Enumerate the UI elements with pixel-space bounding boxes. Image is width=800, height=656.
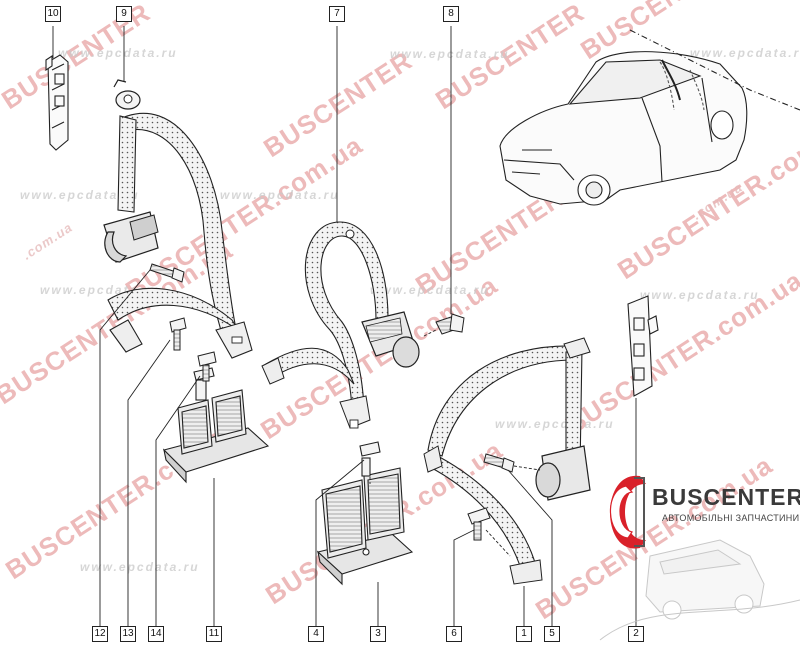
callout-9: 9 bbox=[116, 6, 132, 22]
watermark: www.epcdata.ru bbox=[390, 47, 510, 61]
callout-4: 4 bbox=[308, 626, 324, 642]
front-buckle-11 bbox=[162, 367, 270, 484]
watermark: www.epcdata.ru bbox=[58, 46, 178, 60]
callout-3: 3 bbox=[370, 626, 386, 642]
watermark: www.epcdata.ru bbox=[220, 188, 340, 202]
callout-8: 8 bbox=[443, 6, 459, 22]
callout-14: 14 bbox=[148, 626, 164, 642]
anchor-rail-10 bbox=[45, 54, 69, 151]
callout-1: 1 bbox=[516, 626, 532, 642]
bolt-12 bbox=[149, 263, 185, 283]
rear-loop-belt-7 bbox=[261, 221, 420, 429]
bolt-5 bbox=[483, 453, 515, 473]
bolt-14 bbox=[197, 351, 217, 382]
rear-buckle-3 bbox=[316, 441, 414, 586]
bolt-6 bbox=[467, 507, 491, 541]
callout-13: 13 bbox=[120, 626, 136, 642]
logo-subtitle: АВТОМОБІЛЬНІ ЗАПЧАСТИНИ bbox=[662, 513, 800, 523]
watermark: www.epcdata.ru bbox=[495, 417, 615, 431]
front-seat-belt-9 bbox=[103, 79, 253, 359]
rear-side-belt-1 bbox=[423, 337, 591, 585]
watermark: www.epcdata.ru bbox=[640, 288, 760, 302]
callout-7: 7 bbox=[329, 6, 345, 22]
car-illustration bbox=[499, 29, 800, 206]
watermark: www.epcdata.ru bbox=[690, 46, 800, 60]
callout-12: 12 bbox=[92, 626, 108, 642]
anchor-rail-2 bbox=[627, 295, 659, 397]
logo-name: BUSCENTER bbox=[652, 484, 800, 510]
bolt-8 bbox=[435, 313, 465, 335]
callout-2: 2 bbox=[628, 626, 644, 642]
van-illustration bbox=[599, 539, 800, 641]
watermark: www.epcdata.ru bbox=[80, 560, 200, 574]
watermark: www.epcdata.ru bbox=[20, 188, 140, 202]
leader-lines bbox=[52, 26, 637, 626]
callout-10: 10 bbox=[45, 6, 61, 22]
callout-11: 11 bbox=[206, 626, 222, 642]
callout-5: 5 bbox=[544, 626, 560, 642]
watermark: www.epcdata.ru bbox=[370, 283, 490, 297]
buscenter-logo bbox=[609, 475, 646, 549]
callout-6: 6 bbox=[446, 626, 462, 642]
bolt-13 bbox=[169, 317, 187, 351]
